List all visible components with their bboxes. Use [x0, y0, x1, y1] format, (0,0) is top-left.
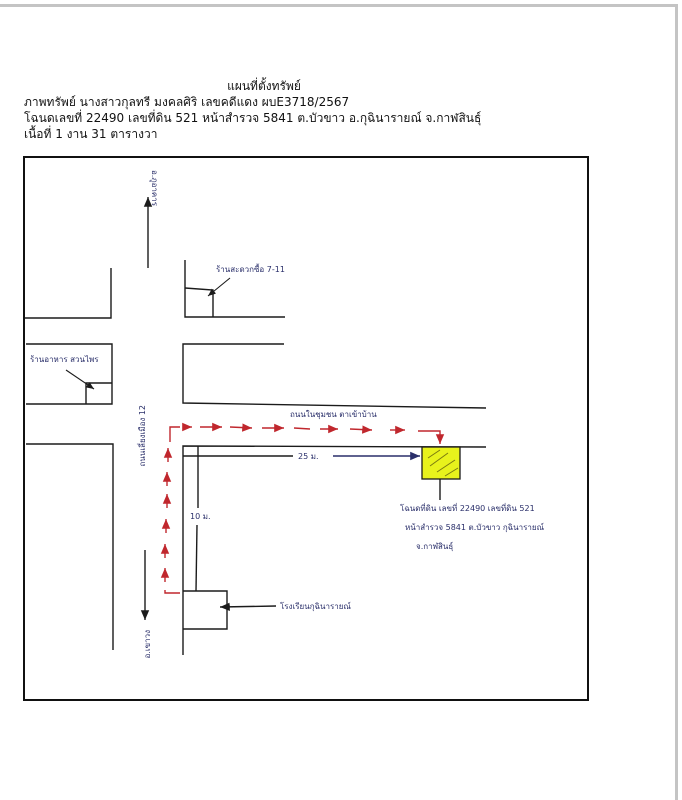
title-deed-line: โฉนดเลขที่ 22490 เลขที่ดิน 521 หน้าสำรวจ…: [24, 111, 482, 125]
block-top-left: [25, 268, 112, 319]
south-direction-label: อ.เขาวง: [143, 630, 152, 659]
property-note-line-1: โฉนดที่ดิน เลขที่ 22490 เลขที่ดิน 521: [400, 502, 535, 513]
distance-vertical-label: 10 ม.: [190, 512, 211, 521]
block-mid-right: [182, 343, 487, 409]
document-title: แผนที่ตั้งทรัพย์: [227, 79, 301, 93]
property-note-line-2: หน้าสำรวจ 5841 ต.บัวขาว กุฉินารายณ์: [405, 522, 545, 532]
block-lower-right: [182, 445, 487, 655]
store-711-label: ร้านสะดวกซื้อ 7-11: [216, 263, 285, 274]
store-711-box: [184, 287, 214, 317]
property-parcel: [421, 446, 461, 480]
block-mid-left: [26, 343, 113, 405]
shop-left-label: ร้านอาหาร สวนไพร: [30, 355, 99, 364]
property-note-line-3: จ.กาฬสินธุ์: [416, 541, 453, 551]
route-path: [160, 422, 445, 594]
page-edge-top: [0, 4, 677, 7]
document-header: แผนที่ตั้งทรัพย์ ภาพทรัพย์ นางสาวกุลทรี …: [24, 78, 584, 142]
side-road-label: ถนนในชุมชน ตาเข้าบ้าน: [290, 410, 377, 419]
store-711-pointer-icon: [207, 277, 231, 297]
block-top-right: [184, 260, 285, 318]
north-direction-label: อ.ภูอาคาร: [149, 170, 159, 207]
shop-pointer-icon: [65, 369, 95, 390]
map-blocks: [25, 260, 487, 655]
distance-horizontal-label: 25 ม.: [298, 452, 319, 461]
property-owner-line: ภาพทรัพย์ นางสาวกุลทรี มงคลศิริ เลขคดีแด…: [24, 95, 350, 109]
area-line: เนื้อที่ 1 งาน 31 ตารางวา: [24, 127, 158, 141]
school-label: โรงเรียนกุฉินารายณ์: [280, 601, 351, 611]
main-road-label: ถนนเลี่ยงเมือง 12: [136, 405, 147, 466]
page-edge-right: [675, 4, 678, 800]
map-frame: [23, 156, 589, 701]
block-lower-left: [26, 443, 114, 650]
